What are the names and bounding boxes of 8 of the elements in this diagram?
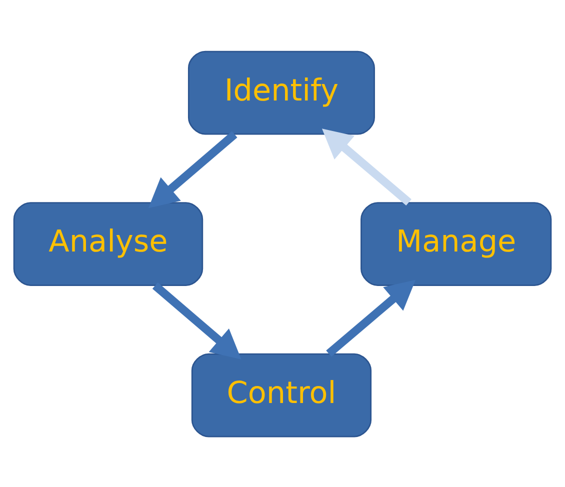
node-box: Identify	[188, 50, 375, 134]
arrow	[152, 282, 242, 359]
arrow	[322, 128, 412, 206]
node-box: Manage	[360, 202, 552, 286]
node-box: Control	[191, 352, 372, 437]
node-box: Analyse	[13, 202, 204, 286]
arrow	[326, 279, 416, 356]
arrow	[148, 130, 238, 208]
